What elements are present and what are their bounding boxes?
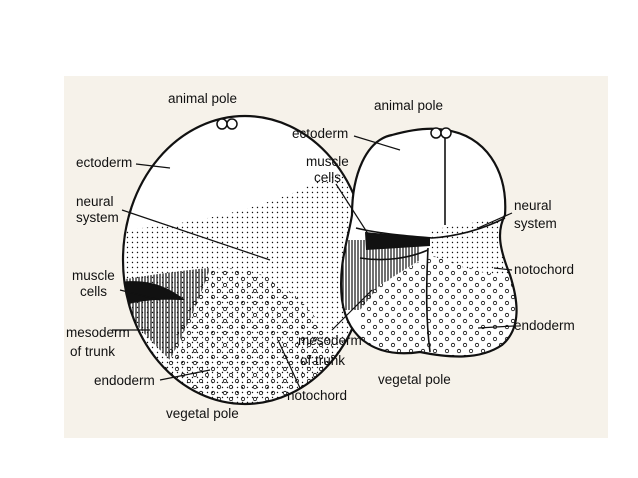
- right-embryo: [340, 127, 518, 358]
- leader-line: [477, 212, 513, 229]
- left-muscle-label: muscle: [72, 268, 115, 283]
- left-notochord-label: notochord: [287, 388, 347, 403]
- left-ectoderm-label: ectoderm: [76, 155, 132, 170]
- left-vegetal-pole-label: vegetal pole: [166, 406, 239, 421]
- left-muscle-cells-region: [123, 281, 185, 305]
- left-of-trunk-label: of trunk: [70, 344, 115, 359]
- leader-line: [159, 369, 211, 381]
- left-leader-lines: [112, 163, 301, 389]
- left-polar-body: [226, 118, 238, 130]
- left-endoderm-label: endoderm: [94, 373, 155, 388]
- left-animal-pole-label: animal pole: [168, 91, 237, 106]
- left-polar-body: [216, 118, 228, 130]
- right-muscle-label: muscle: [306, 154, 349, 169]
- leader-line: [493, 267, 513, 271]
- right-cells-label: cells: [314, 170, 341, 185]
- right-embryo-outline: [340, 127, 518, 358]
- left-neural-label: neural: [76, 194, 114, 209]
- leader-line: [335, 183, 373, 241]
- right-polar-body: [440, 127, 452, 139]
- right-ectoderm-label: ectoderm: [292, 126, 348, 141]
- left-cells-label: cells: [80, 284, 107, 299]
- leader-line: [277, 339, 301, 389]
- right-leader-lines: [331, 135, 515, 331]
- right-animal-pole-label: animal pole: [374, 98, 443, 113]
- leader-line: [477, 325, 515, 329]
- right-endoderm-label: endoderm: [514, 318, 575, 333]
- leader-line: [331, 289, 373, 331]
- leader-line: [135, 163, 171, 169]
- cleavage-line: [355, 217, 506, 239]
- right-neural-label: neural: [514, 198, 552, 213]
- right-vegetal-pole-label: vegetal pole: [378, 372, 451, 387]
- right-neural-region: [430, 218, 517, 280]
- leader-line: [121, 209, 271, 261]
- right-cleavage-lines: [355, 132, 506, 353]
- cleavage-line: [425, 247, 431, 353]
- cleavage-line: [359, 249, 429, 261]
- right-system-label: system: [514, 216, 557, 231]
- left-endoderm-region: [150, 268, 340, 404]
- left-system-label: system: [76, 210, 119, 225]
- right-endoderm-region: [360, 255, 517, 357]
- right-mesoderm-label: mesoderm: [298, 333, 362, 348]
- right-polar-body: [430, 127, 442, 139]
- leader-line: [353, 135, 401, 151]
- leader-line: [119, 289, 161, 301]
- right-of-trunk-label: of trunk: [300, 353, 345, 368]
- left-embryo: [121, 114, 369, 406]
- left-mesoderm-label: mesoderm: [66, 325, 130, 340]
- right-notochord-label: notochord: [514, 262, 574, 277]
